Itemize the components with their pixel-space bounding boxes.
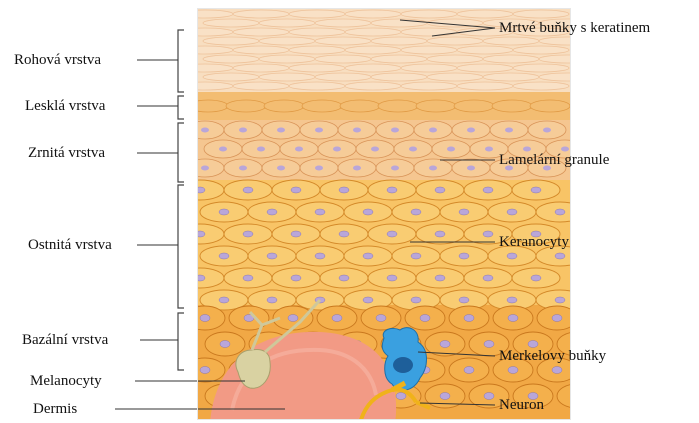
label-stratum-basale: Bazální vrstva	[22, 331, 108, 349]
bracket-lucidum	[178, 96, 184, 119]
label-melanocytes: Melanocyty	[30, 372, 102, 390]
label-stratum-corneum: Rohová vrstva	[14, 51, 101, 69]
label-dead-cells: Mrtvé buňky s keratinem	[499, 19, 650, 37]
basal-nucleus	[572, 393, 582, 400]
label-merkel-cells: Merkelovy buňky	[499, 347, 606, 365]
label-stratum-lucidum: Lesklá vrstva	[25, 97, 105, 115]
label-dermis: Dermis	[33, 400, 77, 418]
bracket-spinosum	[178, 185, 184, 308]
layer-brackets	[178, 30, 184, 370]
label-lamellar-granules: Lamelární granule	[499, 151, 609, 169]
label-keratinocytes: Keranocyty	[499, 233, 569, 251]
bracket-corneum	[178, 30, 184, 92]
label-stratum-granulosum: Zrnitá vrstva	[28, 144, 105, 162]
label-neuron: Neuron	[499, 396, 544, 414]
bracket-basale	[178, 313, 184, 370]
bracket-granulosum	[178, 123, 184, 182]
label-stratum-spinosum: Ostnitá vrstva	[28, 236, 112, 254]
